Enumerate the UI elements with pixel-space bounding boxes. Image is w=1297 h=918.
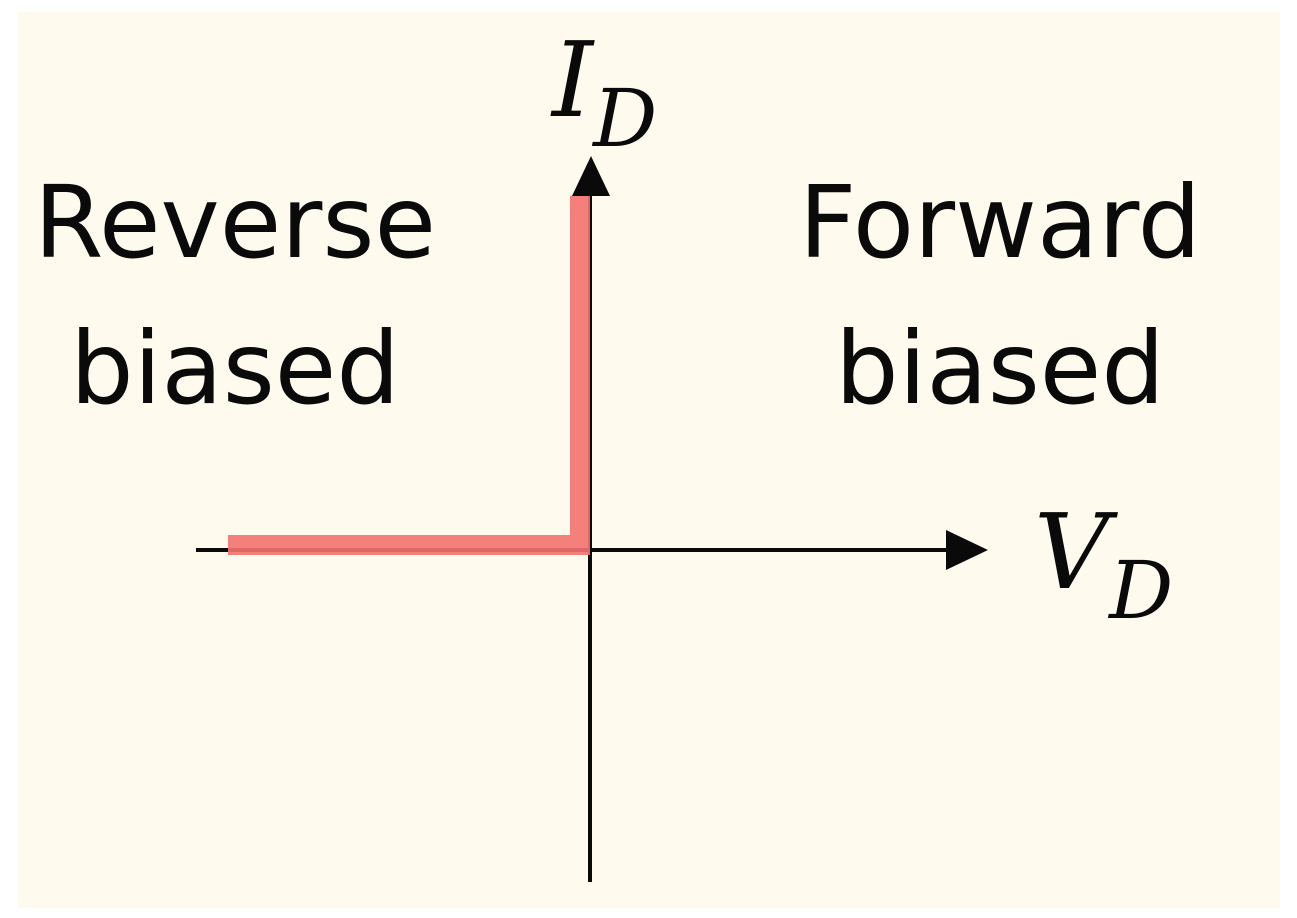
y-axis-symbol: I: [552, 19, 594, 141]
ideal-diode-characteristic-curve: [228, 196, 590, 555]
forward-biased-label: Forward biased: [770, 150, 1230, 442]
forward-label-line2: biased: [835, 310, 1165, 427]
x-axis-arrow-icon: [946, 530, 988, 570]
x-axis-symbol: V: [1034, 491, 1110, 613]
x-axis-subscript: D: [1109, 544, 1174, 637]
reverse-label-line1: Reverse: [34, 164, 436, 281]
diagram-background: [18, 12, 1280, 908]
forward-label-line1: Forward: [798, 164, 1202, 281]
reverse-biased-label: Reverse biased: [20, 150, 450, 442]
reverse-label-line2: biased: [70, 310, 400, 427]
y-axis-label: ID: [552, 28, 657, 159]
y-axis-subscript: D: [593, 72, 658, 165]
y-axis-arrow-icon: [572, 156, 610, 196]
x-axis-label: VD: [1034, 500, 1173, 631]
